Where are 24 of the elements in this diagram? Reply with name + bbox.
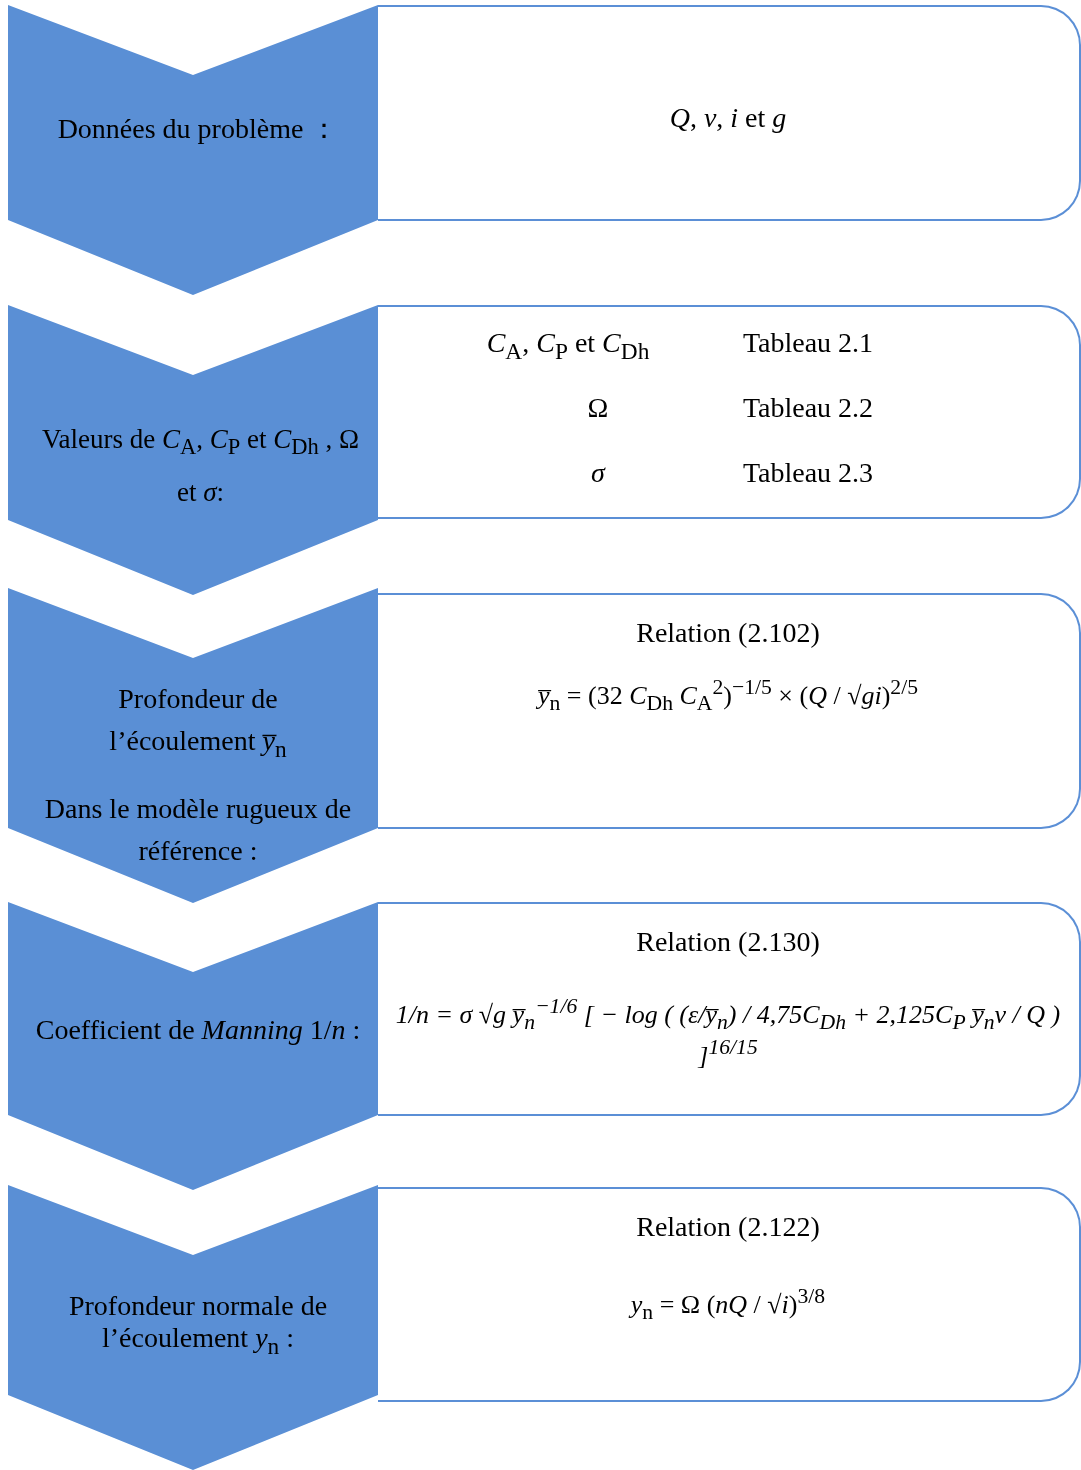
relation-label: Relation (2.122) [635,1211,821,1243]
formula: 1/n = σ √g y̅$_{n}$$^{−1/6}$ [ − log ( (ε/y̅$_{n}$) / 4,75C$_{Dh}$ + 2,125C$_{P}$ y̅$_{n}$ν / Q ) ]$^{16/15}$ [394,994,1062,1071]
content-box [378,1187,1081,1402]
table-reference: Tableau 2.3 [741,457,875,489]
formula: y$_{n}$ = Ω (nQ / √i)$^{3/8}$ [627,1284,827,1325]
content-box [378,593,1081,829]
step-label: Coefficient de Manning 1/n : [34,1014,362,1046]
content-box [378,902,1081,1116]
step-label: Profondeur normale de l’écoulement y$_{n}$ : [67,1290,329,1360]
step-label: Profondeur de l’écoulement y̅$_{n}$ [108,682,288,764]
table-reference: Tableau 2.1 [741,327,875,359]
text-label: Q, ν, i et g [668,102,788,134]
relation-label: Relation (2.102) [635,617,821,649]
text-label: Ω [586,392,610,424]
text-label: σ [590,457,607,489]
relation-label: Relation (2.130) [635,926,821,958]
text-label: C$_{A}$, C$_{P}$ et C$_{Dh}$ [485,327,651,365]
table-reference: Tableau 2.2 [741,392,875,424]
step-label: Données du problème ： [56,112,340,146]
step-label: Dans le modèle rugueux de référence : [43,792,353,868]
content-box [378,305,1081,519]
formula: y̅$_{n}$ = (32 C$_{Dh}$ C$_{A}$$^{2}$)$^{−1/5}$ × (Q / √gi)$^{2/5}$ [535,675,920,716]
content-box [378,5,1081,221]
step-label: Valeurs de C$_{A}$, C$_{P}$ et C$_{Dh}$ , Ω et σ: [40,423,361,509]
